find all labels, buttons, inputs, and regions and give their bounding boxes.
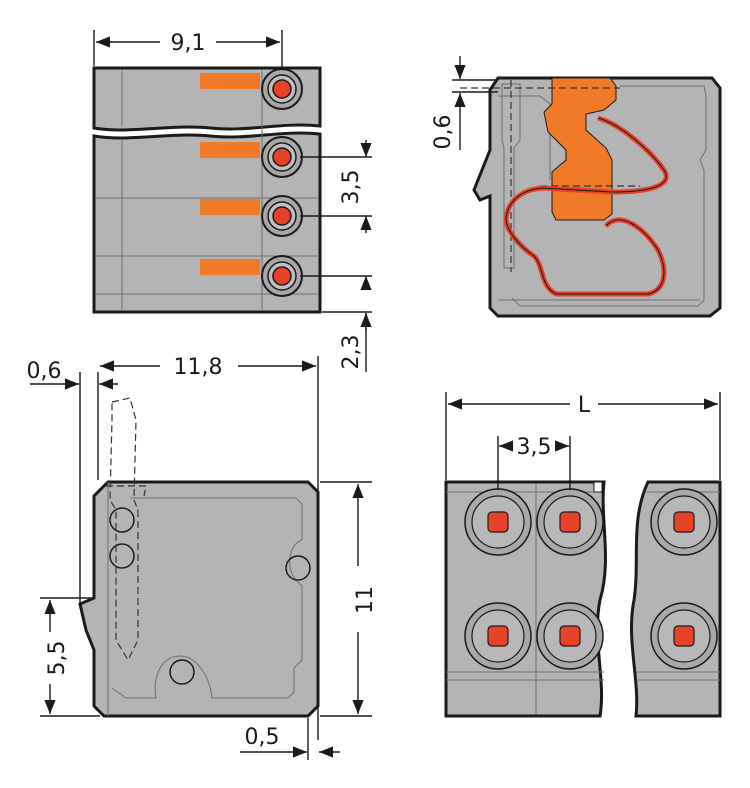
clamp-3 [261, 195, 303, 237]
dim-bottom-left-bottom: 0,5 [245, 725, 280, 750]
actuator-1 [200, 73, 260, 89]
dim-bottom-left-pin: 5,5 [45, 641, 70, 676]
actuator-3 [200, 199, 260, 215]
bottom-view: L 3,5 [444, 392, 722, 718]
contact-r2-c3 [650, 602, 718, 670]
contact-r1-c1 [464, 488, 532, 556]
dim-bottom-left-height: 11 [353, 586, 378, 614]
contact-r1-c3 [650, 488, 718, 556]
hole-right [285, 555, 311, 581]
contact-r1-c2 [536, 488, 604, 556]
side-view: 0,6 11,8 11 5,5 0,5 [27, 355, 378, 760]
clamp-1 [261, 68, 303, 110]
dim-top-right-offset: 0,6 [431, 115, 456, 150]
front-view: 9,1 3,5 2,3 [92, 30, 372, 372]
hole-bottom [169, 659, 195, 685]
dim-bottom-right-pitch: 3,5 [517, 435, 552, 460]
actuator-2 [200, 142, 260, 158]
clamp-2 [261, 136, 303, 178]
dim-bottom-right-length: L [578, 393, 591, 418]
section-actuator [543, 77, 617, 221]
dim-top-left-width: 9,1 [171, 31, 206, 56]
hole-upper [109, 507, 135, 533]
dim-bottom-left-width: 11,8 [174, 355, 223, 380]
dim-top-left-pitch: 3,5 [339, 170, 364, 205]
clamp-4 [261, 255, 303, 297]
contact-r2-c2 [536, 602, 604, 670]
dim-top-left-offset: 2,3 [339, 335, 364, 370]
contact-r2-c1 [464, 602, 532, 670]
actuator-4 [200, 259, 260, 275]
side-section-view: 0,6 [431, 56, 722, 318]
dim-bottom-left-offset: 0,6 [27, 359, 62, 384]
hole-mid [109, 543, 135, 569]
